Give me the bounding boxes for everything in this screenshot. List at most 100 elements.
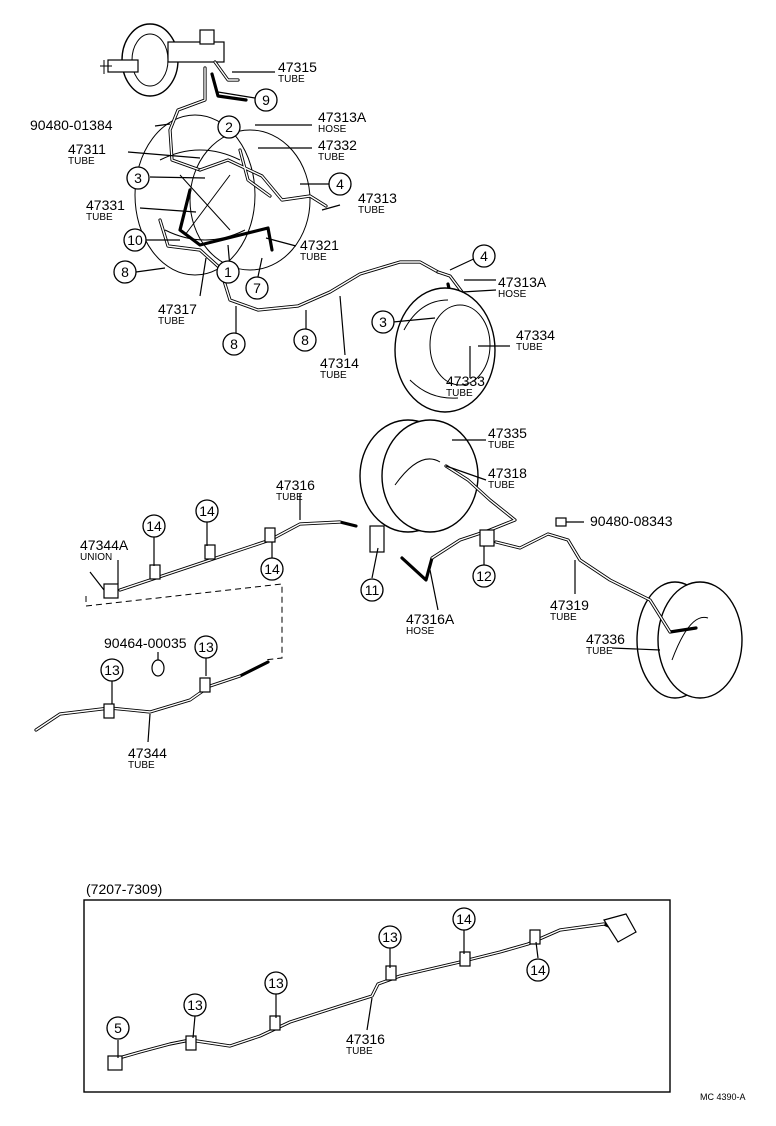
label-47336: 47336 TUBE (586, 631, 625, 657)
callout-14: 14 (452, 907, 476, 931)
svg-text:13: 13 (198, 639, 214, 655)
svg-text:TUBE: TUBE (516, 342, 543, 353)
svg-text:TUBE: TUBE (68, 156, 95, 167)
rear-drum-lower (636, 581, 743, 699)
inset-frame (83, 899, 671, 1093)
label-47311: 47311 TUBE (68, 141, 106, 167)
callout-9: 9 (254, 88, 278, 112)
label-90480-01384: 90480-01384 (30, 117, 113, 133)
label-47335: 47335 TUBE (488, 425, 527, 451)
svg-text:47315: 47315 (278, 59, 317, 75)
rear-drum-upper (359, 419, 479, 533)
svg-text:TUBE: TUBE (320, 370, 347, 381)
label-47321: 47321 TUBE (300, 237, 339, 263)
svg-text:47316: 47316 (276, 477, 315, 493)
svg-text:47316: 47316 (346, 1031, 385, 1047)
svg-text:1: 1 (224, 264, 232, 280)
label-47313A-right: 47313A HOSE (498, 274, 547, 300)
label-90480-08343: 90480-08343 (590, 513, 673, 529)
svg-text:90464-00035: 90464-00035 (104, 635, 187, 651)
svg-text:HOSE: HOSE (498, 289, 527, 300)
reference-code: MC 4390-A (700, 1092, 746, 1102)
svg-text:TUBE: TUBE (278, 74, 305, 85)
svg-text:TUBE: TUBE (488, 440, 515, 451)
label-47334: 47334 TUBE (516, 327, 555, 353)
svg-text:14: 14 (264, 561, 280, 577)
callout-13: 13 (100, 658, 124, 682)
svg-text:90480-08343: 90480-08343 (590, 513, 673, 529)
label-47333: 47333 TUBE (446, 373, 485, 399)
svg-text:13: 13 (382, 929, 398, 945)
callout-13: 13 (264, 971, 288, 995)
front-brake-drum-left (134, 114, 311, 276)
svg-text:2: 2 (225, 119, 233, 135)
master-cylinder-booster (100, 23, 225, 97)
callout-8: 8 (293, 328, 317, 352)
svg-text:47316A: 47316A (406, 611, 455, 627)
svg-text:TUBE: TUBE (446, 388, 473, 399)
svg-text:14: 14 (456, 911, 472, 927)
callout-5: 5 (106, 1016, 130, 1040)
svg-text:TUBE: TUBE (488, 480, 515, 491)
callout-13: 13 (183, 993, 207, 1017)
fittings-middle (103, 517, 567, 719)
svg-text:TUBE: TUBE (158, 316, 185, 327)
svg-text:47334: 47334 (516, 327, 555, 343)
callout-3: 3 (126, 166, 150, 190)
svg-text:TUBE: TUBE (276, 492, 303, 503)
svg-text:47333: 47333 (446, 373, 485, 389)
svg-text:12: 12 (476, 568, 492, 584)
svg-text:47332: 47332 (318, 137, 357, 153)
svg-text:HOSE: HOSE (318, 124, 347, 135)
inset-tubes (107, 913, 637, 1071)
svg-text:47331: 47331 (86, 197, 125, 213)
callout-4: 4 (328, 172, 352, 196)
svg-text:5: 5 (114, 1020, 122, 1036)
svg-text:TUBE: TUBE (586, 646, 613, 657)
label-47314: 47314 TUBE (320, 355, 359, 381)
svg-text:47321: 47321 (300, 237, 339, 253)
svg-text:47344: 47344 (128, 745, 167, 761)
label-47313: 47313 TUBE (358, 190, 397, 216)
callout-14: 14 (195, 499, 219, 523)
svg-text:47344A: 47344A (80, 537, 129, 553)
callout-1: 1 (216, 260, 240, 284)
svg-text:TUBE: TUBE (86, 212, 113, 223)
svg-text:13: 13 (187, 997, 203, 1013)
label-47344A: 47344A UNION (80, 537, 129, 563)
callout-7: 7 (245, 276, 269, 300)
svg-text:UNION: UNION (80, 552, 112, 563)
leader-lines-inset (117, 930, 539, 1058)
svg-text:TUBE: TUBE (128, 760, 155, 771)
label-47331: 47331 TUBE (86, 197, 125, 223)
label-47315: 47315 TUBE (278, 59, 317, 85)
label-47318: 47318 TUBE (488, 465, 527, 491)
svg-text:14: 14 (199, 503, 215, 519)
svg-text:10: 10 (127, 232, 143, 248)
callout-14: 14 (260, 557, 284, 581)
label-47313A-top: 47313A HOSE (318, 109, 367, 135)
svg-text:47313A: 47313A (498, 274, 547, 290)
callout-8: 8 (222, 332, 246, 356)
callout-10: 10 (123, 228, 147, 252)
label-47316-inset: 47316 TUBE (346, 1031, 385, 1057)
svg-text:TUBE: TUBE (550, 612, 577, 623)
leader-lines-top (127, 71, 510, 378)
svg-text:TUBE: TUBE (300, 252, 327, 263)
callout-12: 12 (472, 564, 496, 588)
callout-11: 11 (360, 578, 384, 602)
svg-text:11: 11 (365, 582, 380, 598)
callout-14: 14 (142, 514, 166, 538)
svg-text:13: 13 (268, 975, 284, 991)
callout-8: 8 (113, 260, 137, 284)
svg-text:8: 8 (121, 264, 129, 280)
svg-text:47313A: 47313A (318, 109, 367, 125)
callout-3: 3 (371, 310, 395, 334)
svg-text:47335: 47335 (488, 425, 527, 441)
label-47332: 47332 TUBE (318, 137, 357, 163)
svg-text:47314: 47314 (320, 355, 359, 371)
svg-text:13: 13 (104, 662, 120, 678)
front-brake-drum-right (394, 287, 496, 413)
label-90464-00035: 90464-00035 (104, 635, 187, 651)
